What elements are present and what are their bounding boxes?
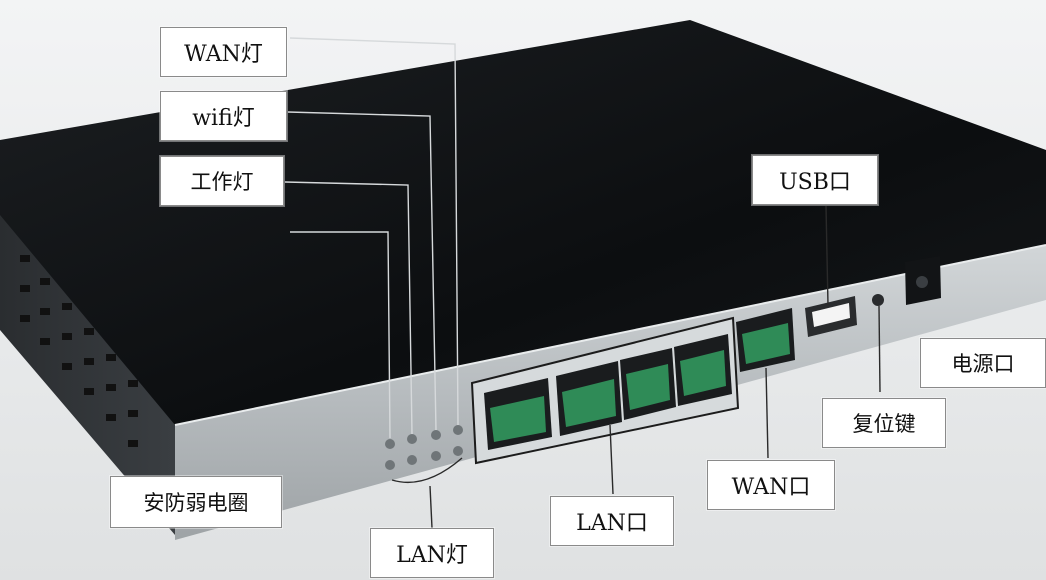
callout-usb-port: USB口	[752, 155, 878, 205]
vent-holes	[20, 255, 138, 447]
callout-work-led: 工作灯	[160, 156, 284, 206]
callout-lan-led: LAN灯	[370, 528, 494, 578]
callout-reset-key: 复位键	[822, 398, 946, 448]
router-left-side	[0, 215, 175, 535]
lan-ports	[484, 334, 732, 450]
watermark-badge: 安防弱电圈	[110, 476, 282, 528]
callout-wan-led: WAN灯	[160, 27, 287, 77]
callout-power-port: 电源口	[920, 338, 1046, 388]
led-indicators	[385, 425, 463, 470]
reset-hole	[872, 294, 884, 306]
callout-wifi-led: wifi灯	[160, 91, 287, 141]
leader-lines	[284, 37, 459, 439]
callout-lan-port: LAN口	[550, 496, 674, 546]
leader-lines-dark	[391, 205, 881, 529]
callout-wan-port: WAN口	[707, 460, 835, 510]
